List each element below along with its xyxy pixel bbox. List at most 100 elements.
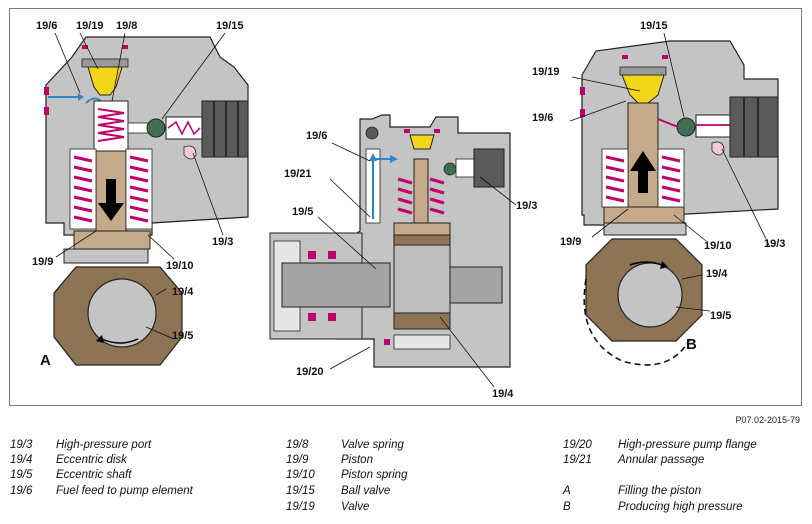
piston-center [413,158,429,234]
rotation-arrow-b [629,261,663,266]
pump-diagram: 19/6 19/19 19/8 19/15 19/3 19/9 19/10 19… [32,20,785,400]
callout-a-19-6: 19/6 [36,20,57,32]
valve-spring-seat-b [619,66,667,76]
eccentric-shaft-b [617,262,683,328]
legend-desc: High-pressure pump flange [618,439,757,451]
legend-item: 19/8 Valve spring [286,438,526,453]
callout-c-19-20: 19/20 [296,366,324,378]
hp-port-body-b [695,114,731,138]
callout-b-19-4: 19/4 [706,268,728,280]
seal-b-4 [662,55,668,59]
legend-item: 19/4 Eccentric disk [10,453,250,468]
figure-reference: P07.02-2015-79 [735,415,800,425]
callout-b-19-19: 19/19 [532,66,560,78]
seal-b-2 [580,109,585,117]
legend-desc: Eccentric shaft [56,469,132,481]
callout-a-19-10: 19/10 [166,260,194,272]
view-center [269,114,511,368]
flange-center [393,334,451,350]
dashed-rotation-path-b [583,278,691,366]
legend-item: A Filling the piston [563,484,808,499]
ball-valve-a [146,118,166,138]
legend-desc: Eccentric disk [56,454,127,466]
pressure-drop-a [183,145,197,160]
view-label-b: B [686,336,697,353]
seal-a-1 [44,87,49,95]
callout-b-19-15: 19/15 [640,20,668,32]
hp-port-spring-a [167,120,201,136]
piston-spring-a [69,148,153,230]
eccentric-adapter-a [63,248,149,264]
hp-port-connector-b [729,96,779,158]
seal-c-2 [328,251,336,259]
seal-c-6 [404,129,410,133]
legend-key: 19/6 [10,485,33,497]
legend-key: 19/4 [10,454,33,466]
legend-desc: Valve spring [341,439,404,451]
seal-c-3 [308,313,316,321]
seal-a-2 [44,107,49,115]
legend-desc: Ball valve [341,485,391,497]
eccentric-shaft-a [87,278,157,348]
legend-item: 19/20 High-pressure pump flange [563,438,808,453]
callout-c-19-5: 19/5 [292,206,313,218]
valve-center [409,134,435,150]
callout-c-19-21: 19/21 [284,168,312,180]
eccentric-shaft-center [281,262,391,308]
seal-b-3 [622,55,628,59]
legend-item: 19/15 Ball valve [286,484,526,499]
fuel-feed-arrowhead-a [78,93,84,101]
legend-key: 19/21 [563,454,592,466]
eccentric-adapter-b [603,222,687,236]
piston-foot-center [393,222,451,236]
callout-a-19-8: 19/8 [116,20,137,32]
piston-motion-arrow-b [638,169,648,193]
piston-spring-b [601,148,685,208]
legend-key: 19/15 [286,485,315,497]
legend-key: A [563,485,571,497]
callout-a-19-19: 19/19 [76,20,104,32]
callout-a-19-4: 19/4 [172,286,194,298]
diagram-frame: 19/6 19/19 19/8 19/15 19/3 19/9 19/10 19… [9,8,802,406]
legend-item: 19/10 Piston spring [286,468,526,483]
legend-desc: Valve [341,501,370,513]
legend-item: 19/5 Eccentric shaft [10,468,250,483]
rotation-arrowhead-a [96,335,104,343]
hp-pressure-path-b [657,118,730,128]
legend-item: 19/21 Annular passage [563,453,808,468]
piston-foot-b [603,206,685,224]
callout-a-19-9: 19/9 [32,256,53,268]
callout-c-19-3: 19/3 [516,200,537,212]
legend-key: 19/5 [10,469,33,481]
legend-key: 19/9 [286,454,309,466]
seal-a-4 [122,45,128,49]
view-a [44,36,249,366]
pressure-drop-b [711,141,725,156]
callout-a-19-3: 19/3 [212,236,233,248]
callout-b-19-6: 19/6 [532,112,553,124]
legend-desc: Piston spring [341,469,408,481]
legend-item: 19/19 Valve [286,500,526,515]
piston-spring-center [397,177,445,215]
legend-desc: Filling the piston [618,485,702,497]
legend-desc: Producing high pressure [618,501,743,513]
legend-item: 19/6 Fuel feed to pump element [10,484,250,499]
seal-c-1 [308,251,316,259]
valve-spring-seat-a [81,58,129,68]
view-label-a: A [40,352,51,369]
legend-item: 19/3 High-pressure port [10,438,250,453]
seal-c-7 [434,129,440,133]
eccentric-shaft-end [445,266,503,304]
legend-desc: Annular passage [618,454,705,466]
rotation-arrow-a [101,338,139,344]
ball-valve-b [676,117,696,137]
legend-key: B [563,501,571,513]
piston-motion-arrowhead-b [630,151,656,171]
callout-b-19-5: 19/5 [710,310,731,322]
valve-spring-a [97,108,125,142]
legend-key: 19/8 [286,439,309,451]
legend-key: 19/10 [286,469,315,481]
legend-key: 19/19 [286,501,315,513]
leader-lines [54,32,771,388]
view-b [580,40,779,366]
